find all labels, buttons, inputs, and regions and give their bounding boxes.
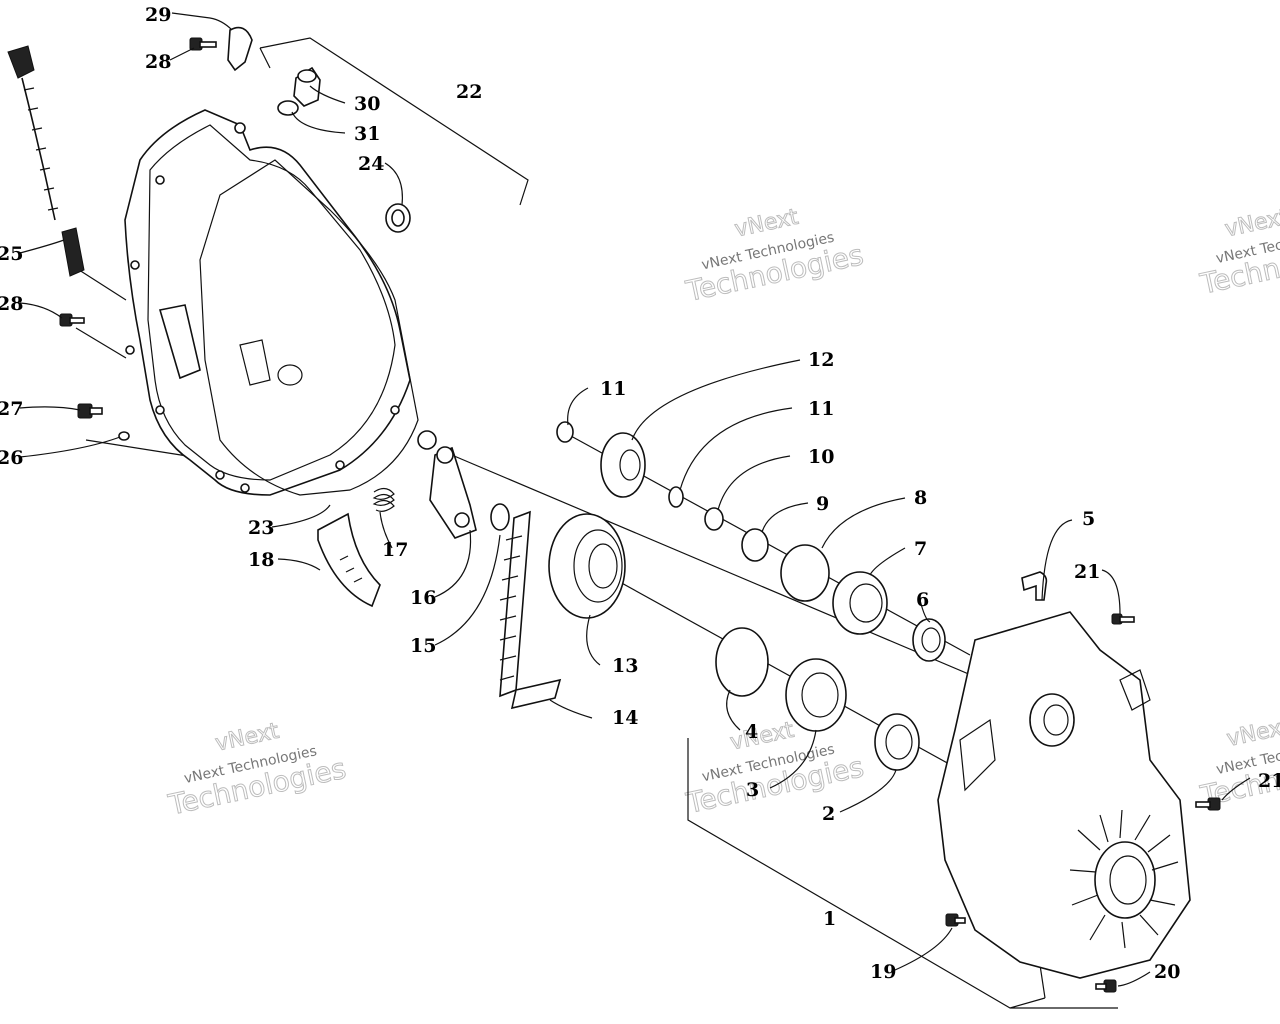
bolt	[59, 313, 85, 327]
callout-5: 5	[1082, 508, 1095, 530]
watermark-text: vNext	[213, 719, 281, 757]
washer	[118, 431, 130, 441]
chaincase-housing	[937, 611, 1191, 979]
chaincase-cover	[124, 109, 411, 496]
bolt	[1195, 797, 1221, 811]
callout-20: 20	[1154, 961, 1180, 983]
callout-17: 17	[382, 539, 408, 561]
washer	[417, 430, 437, 450]
callout-7: 7	[914, 538, 927, 560]
o-ring	[780, 544, 830, 602]
callout-16: 16	[410, 587, 436, 609]
bolt	[945, 913, 966, 927]
callout-14: 14	[612, 707, 638, 729]
watermark-text: vNext	[1223, 205, 1280, 243]
watermark-top-center: vNext vNext Technologies Technologies	[682, 204, 867, 308]
callout-2: 2	[822, 803, 835, 825]
speed-sensor	[7, 45, 85, 277]
bolt	[1095, 979, 1117, 993]
bearing	[832, 571, 888, 635]
callout-28-lower: 28	[0, 293, 23, 315]
watermark-bottom-center: vNext vNext Technologies Technologies	[682, 717, 867, 820]
bolt	[77, 403, 103, 419]
spacer-washer	[704, 507, 724, 531]
callout-21-upper: 21	[1074, 561, 1100, 583]
watermark-top-right: vNext vNext Technologies Technologies	[1196, 204, 1280, 301]
callout-12: 12	[808, 349, 834, 371]
callout-1: 1	[823, 908, 836, 930]
group-bracket-1	[687, 738, 1118, 1009]
washer	[741, 528, 769, 562]
watermark-text: vNext	[1225, 714, 1280, 752]
chain-slider	[317, 512, 381, 608]
callout-8: 8	[914, 487, 927, 509]
watermark-bottom-right: vNext vNext Technologies Technologies	[1197, 714, 1280, 814]
lower-sprocket	[548, 513, 626, 619]
callout-22: 22	[456, 81, 482, 103]
callout-4: 4	[745, 721, 758, 743]
callout-24: 24	[358, 153, 384, 175]
o-ring	[277, 100, 299, 116]
leader-lines	[19, 12, 1251, 987]
snap-ring	[556, 421, 574, 443]
callout-19: 19	[870, 961, 896, 983]
snap-ring	[490, 503, 510, 531]
bolt	[1111, 613, 1135, 625]
upper-sprocket	[600, 432, 646, 498]
callouts: 29 28 30 31 22 24 25 28 27 26 23 18 17 1…	[0, 4, 1280, 983]
callout-29: 29	[145, 4, 171, 26]
callout-15: 15	[410, 635, 436, 657]
shaft-seal	[912, 618, 946, 662]
callout-28: 28	[145, 51, 171, 73]
callout-27: 27	[0, 398, 23, 420]
snap-ring	[668, 486, 684, 508]
callout-25: 25	[0, 243, 23, 265]
seal	[385, 203, 411, 233]
bearing	[785, 658, 847, 732]
callout-9: 9	[816, 493, 829, 515]
callout-30: 30	[354, 93, 380, 115]
callout-26: 26	[0, 447, 23, 469]
callout-18: 18	[248, 549, 274, 571]
callout-6: 6	[916, 589, 929, 611]
callout-11-upper: 11	[600, 378, 626, 400]
tensioner-spring	[372, 487, 395, 512]
drain-plug	[293, 66, 321, 107]
callout-3: 3	[746, 779, 759, 801]
bolt	[189, 37, 217, 51]
o-ring	[715, 627, 769, 697]
hose-clamp	[227, 26, 253, 72]
watermark-bottom-left: vNext vNext Technologies Technologies	[165, 718, 350, 822]
drive-chain	[499, 510, 562, 710]
shaft-seal	[874, 713, 920, 771]
watermark-text: vNext	[733, 205, 801, 243]
callout-10: 10	[808, 446, 834, 468]
gasket	[199, 159, 419, 496]
watermark-text: vNext	[728, 718, 796, 756]
callout-23: 23	[248, 517, 274, 539]
callout-21-lower: 21	[1258, 770, 1280, 792]
callout-31: 31	[354, 123, 380, 145]
group-bracket-22	[259, 37, 529, 206]
callout-13: 13	[612, 655, 638, 677]
tensioner-arm	[429, 446, 477, 539]
callout-11-lower: 11	[808, 398, 834, 420]
vent-fitting	[1021, 571, 1048, 601]
